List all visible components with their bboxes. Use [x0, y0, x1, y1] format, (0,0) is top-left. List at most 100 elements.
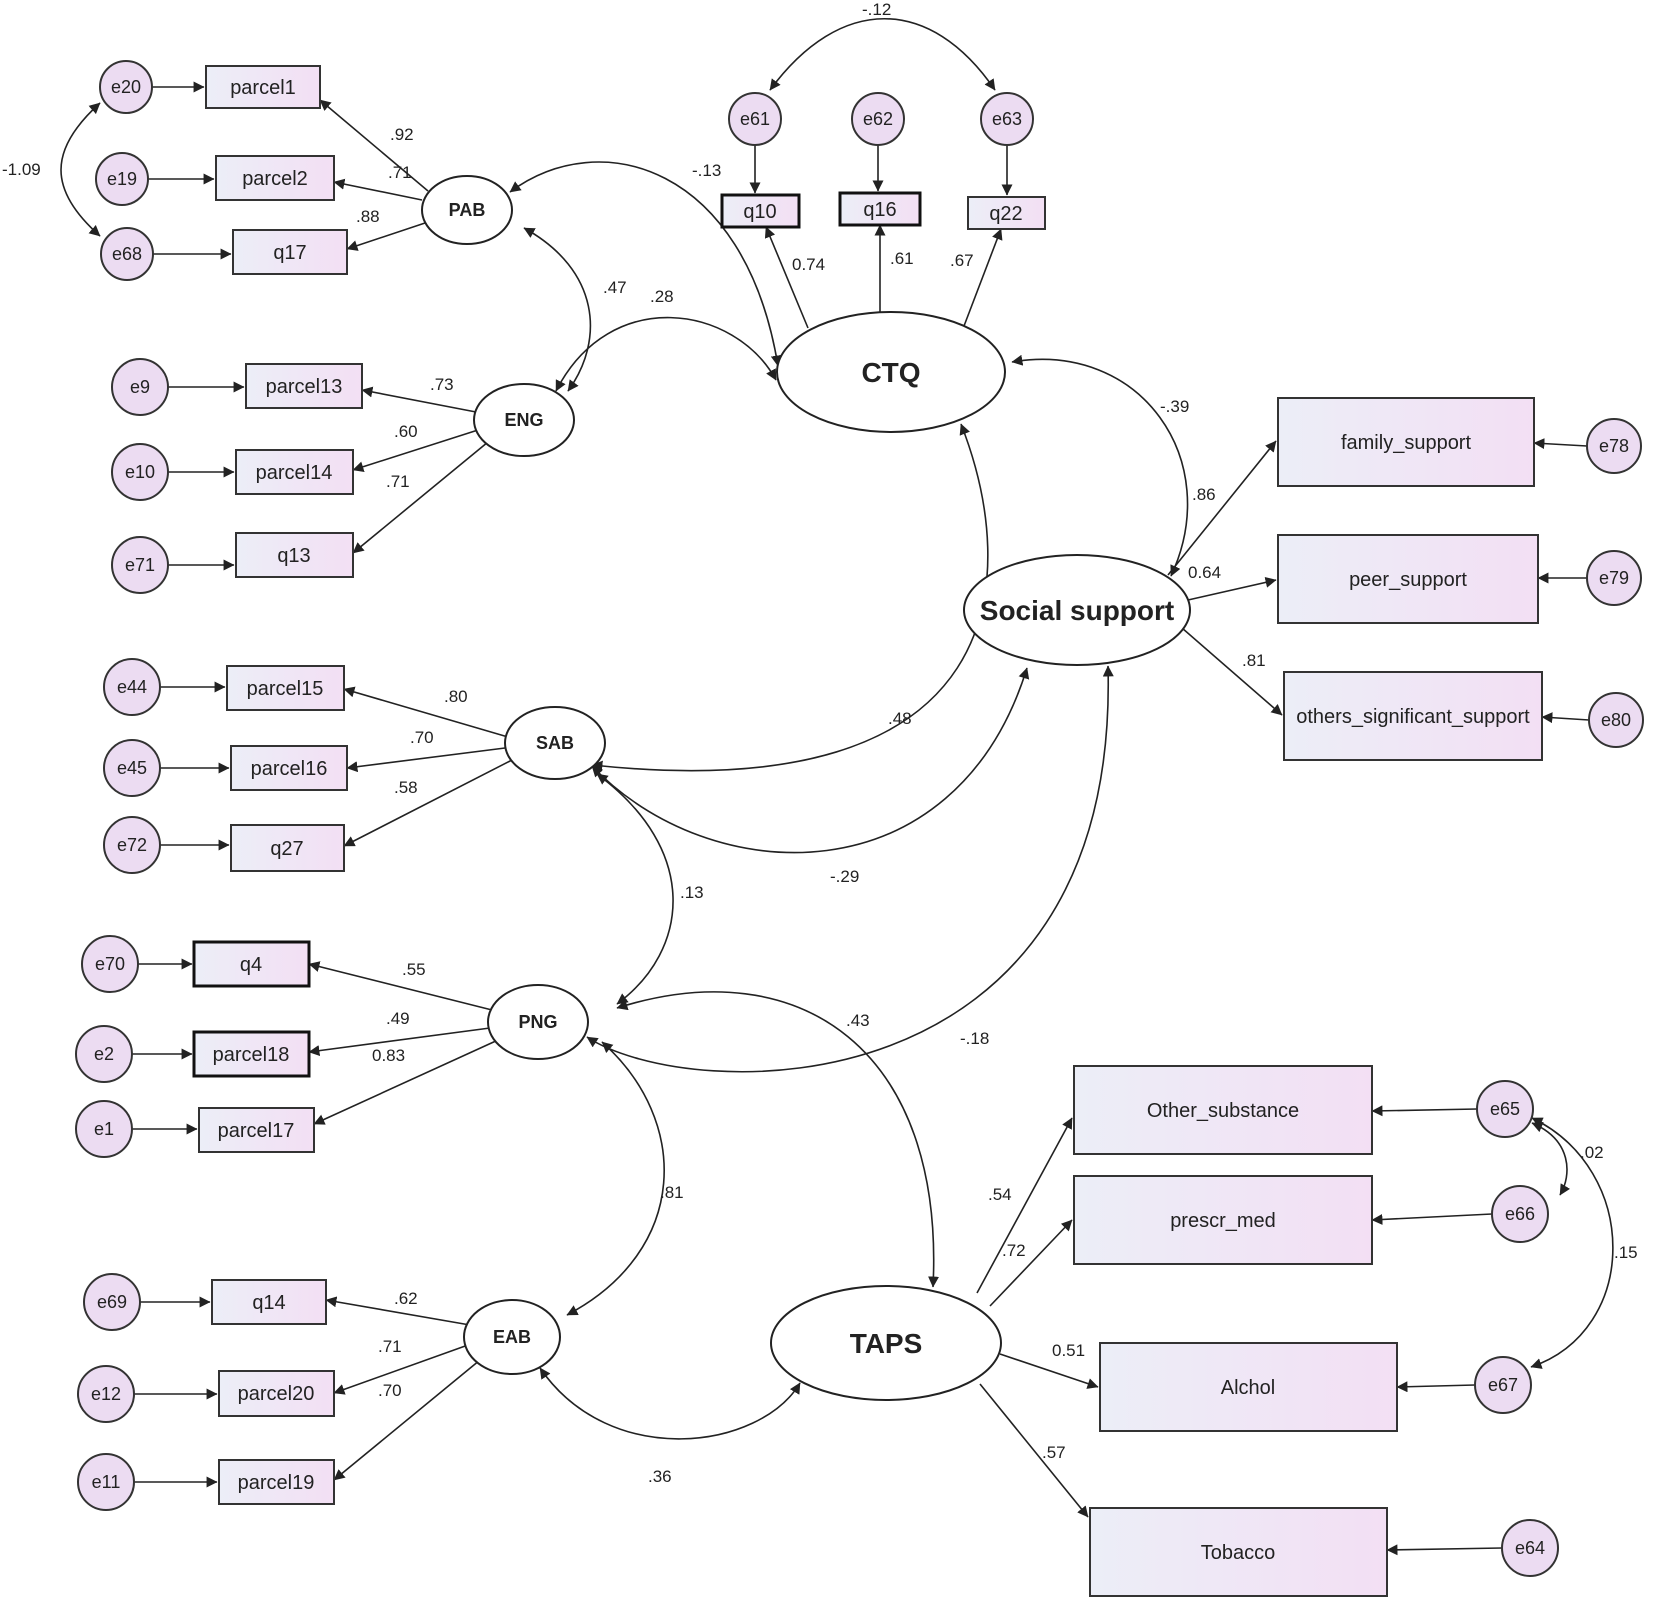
- label-ctq-q22: .67: [950, 251, 974, 270]
- svg-text:e69: e69: [97, 1292, 127, 1312]
- path-pab-parcel2: [333, 178, 423, 201]
- svg-text:TAPS: TAPS: [850, 1328, 923, 1359]
- latent-social-support: Social support: [963, 554, 1191, 666]
- label-cov-eab-taps: .36: [648, 1467, 672, 1486]
- path-e66-prescr: [1371, 1213, 1493, 1225]
- indicator-q16: q16: [838, 191, 922, 227]
- path-ss-others: [1181, 627, 1283, 716]
- svg-text:q17: q17: [273, 242, 306, 264]
- svg-text:parcel16: parcel16: [251, 758, 328, 780]
- error-e19: e19: [95, 152, 149, 206]
- svg-text:e2: e2: [94, 1044, 114, 1064]
- label-ctq-q10: 0.74: [792, 255, 825, 274]
- indicator-q4: q4: [192, 940, 311, 988]
- label-cov-eng-ctq: .28: [650, 287, 674, 306]
- label-pab-parcel1: .92: [390, 125, 414, 144]
- svg-text:e61: e61: [740, 109, 770, 129]
- error-e64: e64: [1501, 1519, 1559, 1577]
- error-e12: e12: [77, 1365, 135, 1423]
- svg-text:e70: e70: [95, 954, 125, 974]
- paths: [60, 17, 1614, 1556]
- path-png-parcel17: [313, 1039, 499, 1125]
- path-png-q4: [308, 961, 493, 1011]
- latent-eng: ENG: [473, 383, 575, 457]
- svg-text:others_significant_support: others_significant_support: [1296, 706, 1530, 728]
- cov-eng-ctq: [555, 316, 777, 392]
- indicator-parcel14: parcel14: [235, 449, 354, 495]
- label-cov-sab-png: .13: [680, 883, 704, 902]
- svg-text:e12: e12: [91, 1384, 121, 1404]
- label-cov-pab-eng: .47: [603, 278, 627, 297]
- error-e45: e45: [103, 739, 161, 797]
- error-e11: e11: [77, 1453, 135, 1511]
- svg-text:q27: q27: [270, 838, 303, 860]
- svg-text:e9: e9: [130, 377, 150, 397]
- indicator-parcel15: parcel15: [226, 665, 345, 711]
- error-e62: e62: [851, 92, 905, 146]
- label-cov-png-ss: -.18: [960, 1029, 989, 1048]
- path-e65-other: [1371, 1105, 1478, 1117]
- label-sab-q27: .58: [394, 778, 418, 797]
- path-e80-others: [1541, 712, 1590, 724]
- cov-pab-ctq: [509, 161, 782, 367]
- svg-text:peer_support: peer_support: [1349, 569, 1467, 591]
- path-taps-tobacco: [979, 1383, 1089, 1518]
- path-eab-q14: [325, 1296, 471, 1326]
- svg-text:e20: e20: [111, 77, 141, 97]
- svg-text:q22: q22: [989, 203, 1022, 225]
- path-pab-q17: [346, 221, 429, 251]
- indicator-tobacco: Tobacco: [1089, 1507, 1388, 1597]
- path-png-parcel18: [308, 1027, 491, 1057]
- cov-e20-e68: [60, 102, 101, 237]
- latent-sab: SAB: [504, 706, 606, 780]
- path-ss-family: [1167, 440, 1277, 576]
- label-sab-parcel15: .80: [444, 687, 468, 706]
- error-e20: e20: [99, 60, 153, 114]
- path-eng-q13: [352, 441, 489, 554]
- path-ctq-q10: [764, 226, 809, 329]
- svg-text:parcel18: parcel18: [213, 1044, 290, 1066]
- svg-text:e65: e65: [1490, 1099, 1520, 1119]
- indicator-prescr-med: prescr_med: [1073, 1175, 1373, 1265]
- svg-text:parcel13: parcel13: [266, 376, 343, 398]
- error-e61: e61: [728, 92, 782, 146]
- label-cov-e20-e68: -1.09: [2, 160, 41, 179]
- svg-text:q10: q10: [743, 201, 776, 223]
- label-pab-q17: .88: [356, 207, 380, 226]
- indicator-q13: q13: [235, 532, 354, 578]
- label-ss-others: .81: [1242, 651, 1266, 670]
- label-eab-q14: .62: [394, 1289, 418, 1308]
- path-e78-family: [1533, 438, 1588, 450]
- label-sab-parcel16: .70: [410, 728, 434, 747]
- indicator-parcel20: parcel20: [218, 1370, 335, 1417]
- path-pab-parcel1: [319, 99, 429, 192]
- svg-text:parcel20: parcel20: [238, 1383, 315, 1405]
- svg-text:Other_substance: Other_substance: [1147, 1100, 1299, 1122]
- error-e65: e65: [1476, 1080, 1534, 1138]
- indicator-q10: q10: [720, 193, 801, 229]
- svg-text:Tobacco: Tobacco: [1201, 1542, 1276, 1564]
- svg-text:ENG: ENG: [504, 410, 543, 430]
- path-sab-parcel16: [346, 747, 506, 773]
- label-cov-sab-ss: -.29: [830, 867, 859, 886]
- svg-text:e10: e10: [125, 462, 155, 482]
- path-e64-tobacco: [1386, 1544, 1503, 1556]
- svg-text:e71: e71: [125, 555, 155, 575]
- error-e67: e67: [1474, 1356, 1532, 1414]
- label-png-q4: .55: [402, 960, 426, 979]
- path-ctq-q22: [963, 228, 1003, 327]
- indicator-family-support: family_support: [1277, 397, 1535, 487]
- svg-text:e72: e72: [117, 835, 147, 855]
- latent-variables: PAB ENG SAB PNG EAB CTQ Social support: [421, 175, 1191, 1401]
- svg-text:prescr_med: prescr_med: [1170, 1210, 1276, 1232]
- svg-text:parcel17: parcel17: [218, 1120, 295, 1142]
- indicator-parcel18: parcel18: [192, 1030, 311, 1078]
- cov-eab-taps: [539, 1367, 801, 1440]
- label-cov-ctq-ss: -.39: [1160, 397, 1189, 416]
- label-cov-ctq-sab: .48: [888, 709, 912, 728]
- label-cov-png-taps: .43: [846, 1011, 870, 1030]
- error-e69: e69: [83, 1273, 141, 1331]
- svg-text:e78: e78: [1599, 436, 1629, 456]
- svg-text:e19: e19: [107, 169, 137, 189]
- error-e71: e71: [111, 536, 169, 594]
